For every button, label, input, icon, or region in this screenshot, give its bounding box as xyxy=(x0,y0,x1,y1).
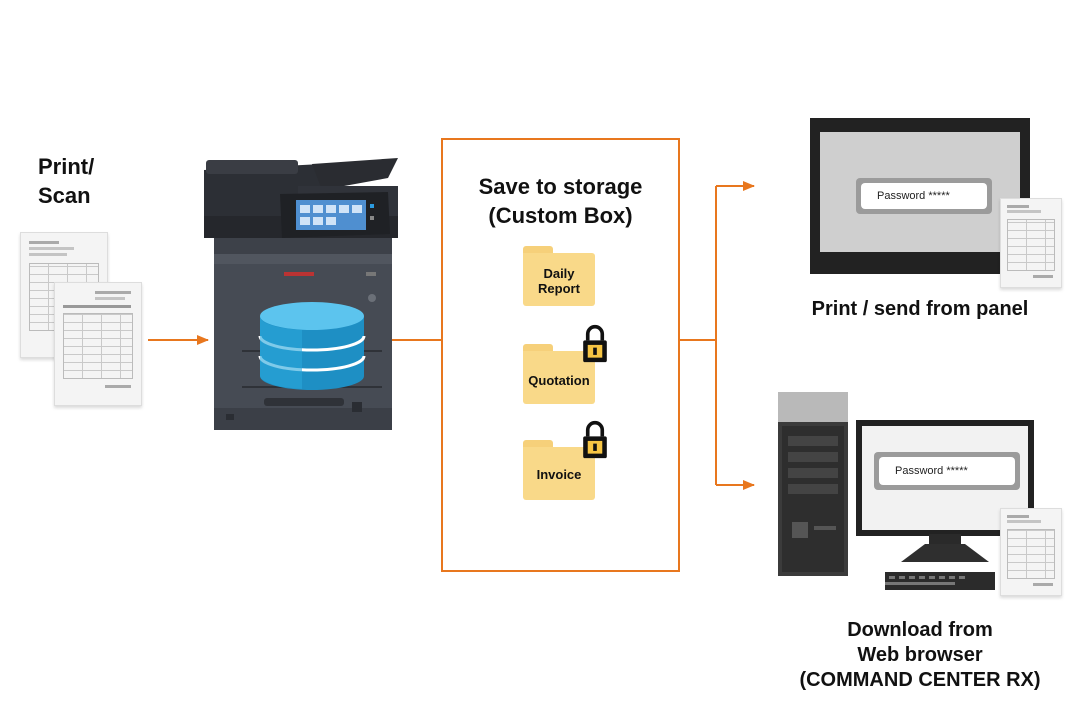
folder-icon: Quotation xyxy=(523,344,595,404)
monitor-stand xyxy=(885,534,995,590)
storage-title-line-2: (Custom Box) xyxy=(488,203,633,228)
panel-caption: Print / send from panel xyxy=(811,298,1029,320)
panel-password-field: Password ***** xyxy=(861,183,987,209)
print-scan-line-2: Scan xyxy=(38,183,91,208)
browser-caption-line-1: Download from xyxy=(847,619,993,641)
folder-label-line-1: Daily xyxy=(543,266,575,281)
printer-icon xyxy=(204,158,398,430)
monitor-icon: Password ***** xyxy=(810,118,1030,274)
browser-caption-line-3: (COMMAND CENTER RX) xyxy=(799,669,1041,691)
browser-caption-line-2: Web browser xyxy=(857,644,983,666)
monitor-icon: Password ***** xyxy=(856,420,1034,536)
browser-password-field: Password ***** xyxy=(879,457,1015,485)
folder-icon: Daily Report xyxy=(523,246,595,306)
document-icon xyxy=(54,282,142,406)
document-icon xyxy=(1000,508,1062,596)
folder-icon: Invoice xyxy=(523,440,595,500)
browser-password-frame: Password ***** xyxy=(874,452,1020,490)
document-icon xyxy=(1000,198,1062,288)
folder-label: Quotation xyxy=(528,373,590,388)
print-scan-label: Print/ Scan xyxy=(38,152,94,210)
browser-caption: Download from Web browser (COMMAND CENTE… xyxy=(770,618,1070,693)
database-icon xyxy=(258,302,366,390)
folder-label: Invoice xyxy=(536,467,582,482)
storage-title-line-1: Save to storage xyxy=(478,174,643,199)
folder-label-line-2: Report xyxy=(538,281,580,296)
lock-icon xyxy=(583,324,607,363)
lock-icon xyxy=(583,420,607,459)
desktop-computer-icon xyxy=(778,392,848,576)
storage-title: Save to storage (Custom Box) xyxy=(441,172,680,230)
panel-password-frame: Password ***** xyxy=(856,178,992,214)
panel-screen: Password ***** xyxy=(820,132,1020,252)
browser-screen: Password ***** xyxy=(862,426,1028,530)
print-scan-line-1: Print/ xyxy=(38,154,95,179)
folder-label: Daily Report xyxy=(523,266,595,296)
